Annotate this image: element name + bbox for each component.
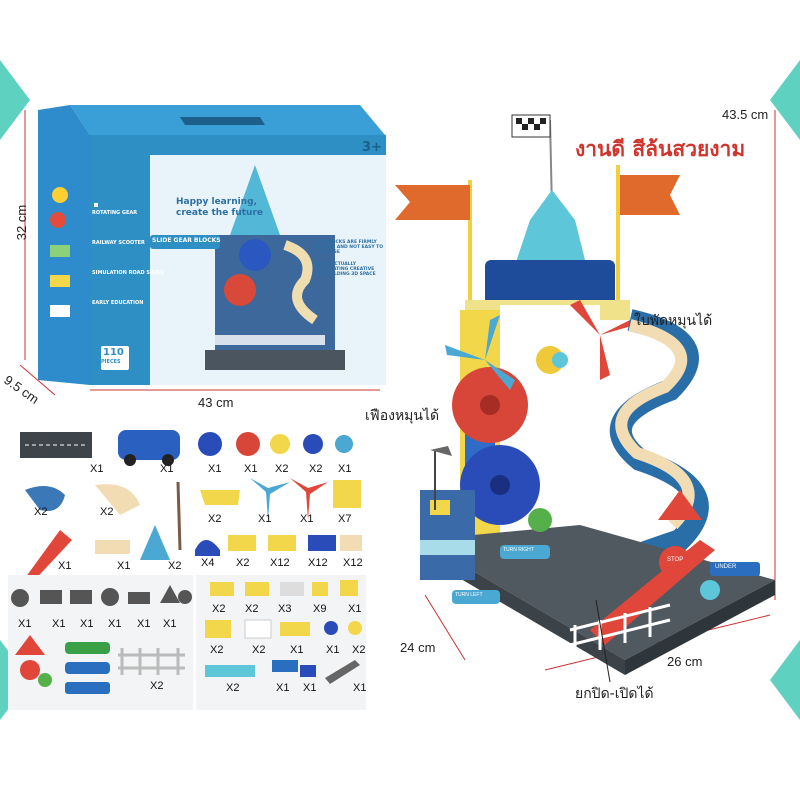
- piece-qty-r2-1: X2: [34, 506, 48, 518]
- sign-qty-6: X1: [163, 618, 177, 630]
- box-pieces-word: PIECES: [101, 359, 121, 365]
- piece-qty-r1-7: X1: [338, 463, 352, 475]
- piece-qty-r3-7: X12: [308, 557, 328, 569]
- piece-qty-r3-8: X12: [343, 557, 363, 569]
- piece-qty-r1-5: X2: [275, 463, 289, 475]
- brick-qty-1-5: X1: [348, 603, 362, 615]
- brick-qty-2-5: X2: [352, 644, 366, 656]
- gear-callout: เฟืองหมุนได้: [365, 408, 440, 424]
- brick-qty-1-1: X2: [212, 603, 226, 615]
- brick-qty-2-4: X1: [326, 644, 340, 656]
- piece-qty-r1-6: X2: [309, 463, 323, 475]
- brick-qty-1-3: X3: [278, 603, 292, 615]
- model-width-label: 26 cm: [667, 654, 703, 669]
- model-depth-label: 24 cm: [400, 640, 436, 655]
- piece-qty-r3-5: X2: [236, 557, 250, 569]
- box-banner: SLIDE GEAR BLOCKS: [152, 237, 221, 244]
- piece-qty-r1-3: X1: [208, 463, 222, 475]
- sign-qty-3: X1: [80, 618, 94, 630]
- model-sign-stop: STOP: [667, 557, 684, 563]
- brick-qty-2-2: X2: [252, 644, 266, 656]
- box-feature-3: SIMULATION ROAD SIGNS: [92, 270, 164, 276]
- brick-qty-3-3: X1: [303, 682, 317, 694]
- sign-qty-4: X1: [108, 618, 122, 630]
- headline: งานดี สีล้นสวยงาม: [575, 137, 746, 161]
- piece-qty-r2-6: X7: [338, 513, 352, 525]
- box-feature-2: RAILWAY SCOOTER: [92, 240, 145, 246]
- box-feature-4: EARLY EDUCATION: [92, 300, 144, 306]
- assembled-model: [395, 114, 775, 675]
- piece-qty-r2-5: X1: [300, 513, 314, 525]
- box-slogan-1: Happy learning,: [176, 197, 257, 207]
- model-sign-under: UNDER: [715, 564, 737, 570]
- brick-qty-3-4: X1: [353, 682, 367, 694]
- product-box: [38, 105, 386, 385]
- model-height-label: 43.5 cm: [722, 107, 769, 122]
- piece-qty-r3-4: X4: [201, 557, 215, 569]
- box-right-text-2: INTELLECTUALLY STIMULATING CREATIVE MIX …: [314, 262, 376, 277]
- brick-qty-2-1: X2: [210, 644, 224, 656]
- brick-qty-2-3: X1: [290, 644, 304, 656]
- brick-qty-3-2: X1: [276, 682, 290, 694]
- box-feature-1: ROTATING GEAR: [92, 210, 138, 216]
- sign-qty-5: X1: [137, 618, 151, 630]
- piece-qty-r1-1: X1: [90, 463, 104, 475]
- piece-qty-r3-1: X1: [58, 560, 72, 572]
- brick-qty-1-4: X9: [313, 603, 327, 615]
- gate-callout: ยกปิด-เปิดได้: [575, 686, 654, 702]
- box-right-text-1: THE BLOCKS ARE FIRMLY SPLICED AND NOT EA…: [314, 240, 384, 255]
- piece-qty-r3-2: X1: [117, 560, 131, 572]
- piece-qty-r2-3: X2: [208, 513, 222, 525]
- sign-qty-1: X1: [18, 618, 32, 630]
- piece-qty-r2-4: X1: [258, 513, 272, 525]
- fan-callout: ใบพัดหมุนได้: [634, 313, 713, 329]
- brick-qty-1-2: X2: [245, 603, 259, 615]
- box-age: 3+: [362, 140, 382, 155]
- piece-qty-r3-3: X2: [168, 560, 182, 572]
- box-pieces-number: 110: [103, 347, 124, 358]
- model-sign-turn-right: TURN RIGHT: [503, 547, 534, 553]
- piece-qty-r2-2: X2: [100, 506, 114, 518]
- sign-qty-2: X1: [52, 618, 66, 630]
- piece-qty-r1-2: X1: [160, 463, 174, 475]
- brick-qty-3-1: X2: [226, 682, 240, 694]
- piece-qty-r3-6: X12: [270, 557, 290, 569]
- model-sign-turn-left: TURN LEFT: [455, 592, 483, 598]
- fence-qty: X2: [150, 680, 164, 692]
- box-slogan-2: create the future: [176, 208, 264, 218]
- box-width-label: 43 cm: [198, 395, 234, 410]
- piece-qty-r1-4: X1: [244, 463, 258, 475]
